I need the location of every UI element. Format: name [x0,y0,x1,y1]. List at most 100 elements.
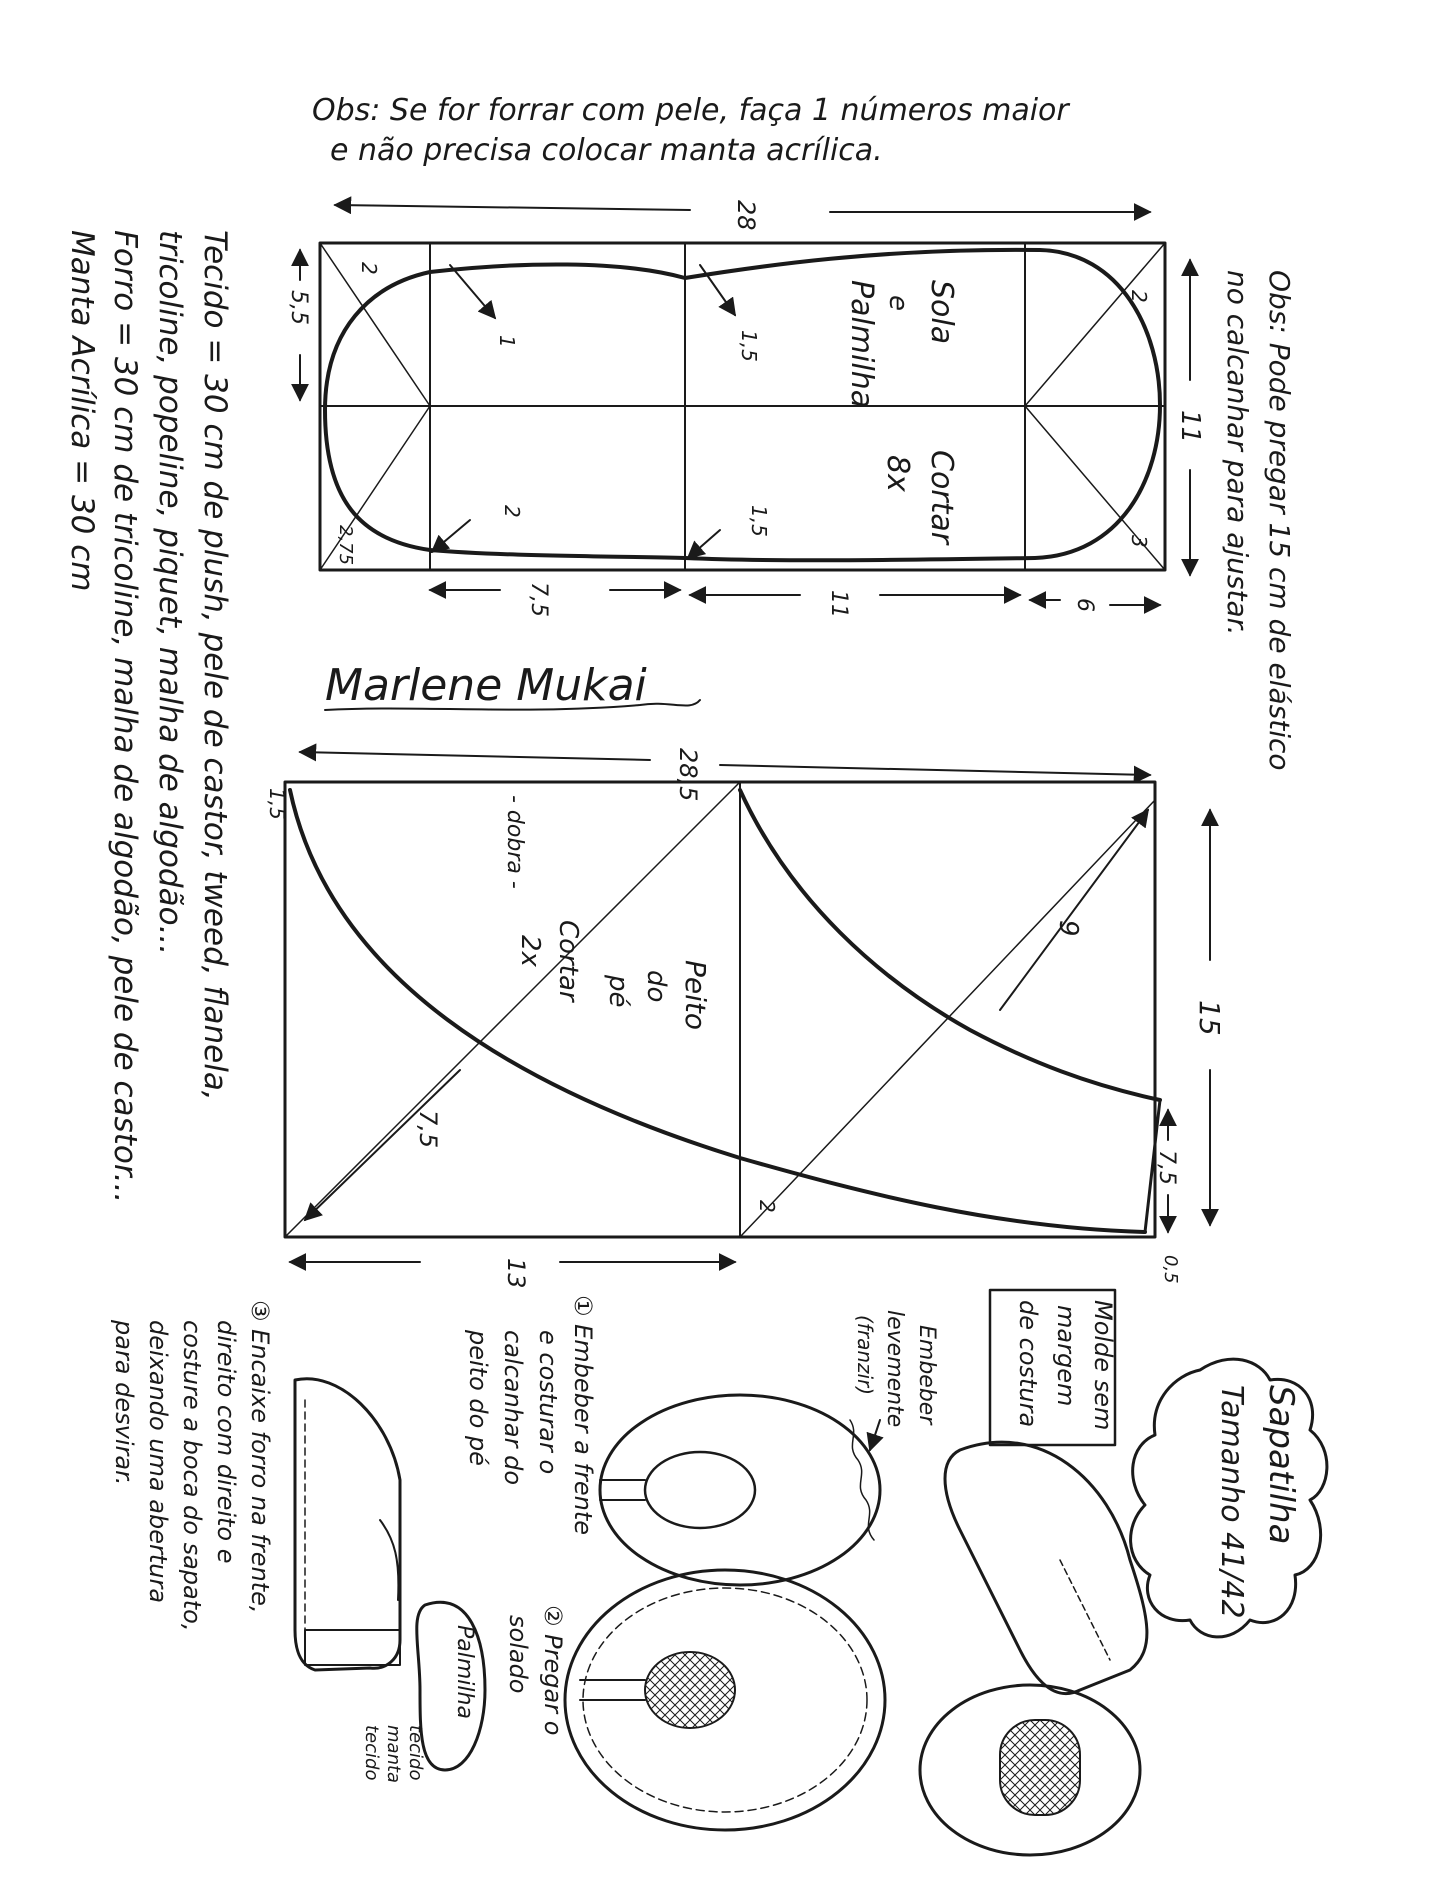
insole-sketch: Palmilha [415,1600,487,1772]
step2-line1: ② Pregar o [539,1605,567,1735]
sole-length-arrow-left [333,196,691,215]
shoe-sketch-top [918,1683,1142,1857]
sole-outline [323,247,1162,563]
insole-outline [415,1600,487,1772]
vamp-label-2: do [641,970,671,1002]
sole-diagonal [1024,242,1166,407]
sole-corner-3: 3 [1127,535,1151,548]
sole-seg-3: 6 [1072,598,1097,612]
insole-layers: tecido manta tecido [361,1725,426,1783]
step3-fold [379,1519,400,1601]
materials-line1: Tecido = 30 cm de plush, pele de castor,… [197,230,233,1101]
vamp-total-length: 28,5 [674,748,702,801]
vamp-diag-75: 7,5 [414,1110,442,1148]
vamp-diagonal [284,781,741,1238]
sole-seg-2: 11 [826,590,851,618]
note-line1: Molde sem [1089,1300,1117,1430]
shoe-side-outline [943,1440,1149,1696]
note-box [988,1288,1117,1447]
sole-arrow [430,519,471,554]
embeber-line2: levemente [882,1310,907,1427]
step2-line2: solado [504,1615,532,1693]
step1-opening [643,1450,757,1530]
signature-flourish [324,699,701,711]
vamp-diag-9-arrow [999,808,1150,1011]
vamp-curve-lower [288,788,1147,1234]
shoe-sketch-side [943,1440,1149,1696]
embeber-line1: Embeber [914,1325,939,1426]
signature: Marlene Mukai [324,660,701,711]
step1-line2: e costurar o [534,1330,562,1474]
vamp-label-1: Peito [679,960,712,1030]
sole-label-2: e [883,295,913,311]
step3-line1: ③ Encaixe forro na frente, [246,1300,274,1614]
vamp-left-top: 1,5 [265,788,289,820]
vamp-diag-9: 9 [1053,920,1083,937]
sole-cut-2: 8x [880,455,915,492]
sole-pattern: 2 2 3 2,75 1 1,5 2 1,5 Sola e Palmilha C… [286,196,1205,618]
vamp-height: 15 [1193,1000,1226,1036]
step1-line1: ① Embeber a frente [569,1295,597,1535]
sole-corner-2-left: 2 [357,262,381,275]
sole-arrow [686,529,721,560]
materials-line3: Forro = 30 cm de tricoline, malha de alg… [107,230,143,1203]
step3-line2: direito com direito e [212,1320,240,1564]
signature-text: Marlene Mukai [325,660,648,711]
title-cloud-outline [1129,1357,1329,1639]
sole-total-length: 28 [732,200,760,231]
sole-diagonal [319,242,431,407]
vamp-length-arrow-left [298,743,651,762]
sole-arrow [699,264,737,317]
shoe-top-insole [999,1719,1081,1816]
sole-diagonal [1024,405,1166,571]
sole-label-1: Sola [924,280,959,344]
sole-width: 11 [1175,410,1205,443]
note-line2: margem [1052,1305,1080,1406]
heel-width: 5,5 [286,290,311,325]
note-line3: de costura [1014,1300,1042,1427]
step3-line4: deixando uma abertura [144,1320,172,1603]
sole-label-3: Palmilha [844,280,879,408]
title-cloud: Sapatilha Tamanho 41/42 [1129,1357,1329,1639]
step2-shoe-outline [563,1568,887,1832]
step3-shoe-outline [293,1377,402,1672]
vamp-cut-2: 2x [515,935,545,968]
step3-text: ③ Encaixe forro na frente, direito com d… [110,1300,274,1631]
obs-right-line1: Obs: Pode pregar 15 cm de elástico [1263,270,1296,771]
sole-point-1: 1 [495,335,519,348]
title-line1: Sapatilha [1261,1385,1301,1544]
vamp-fold: - dobra - [502,795,527,889]
step2-stitch [582,1587,868,1813]
vamp-small-2: 2 [755,1200,779,1213]
shoe-top-outline [918,1683,1142,1857]
materials-line2: tricoline, popeline, piquet, malha de al… [152,230,188,955]
materials-list: Tecido = 30 cm de plush, pele de castor,… [64,230,233,1203]
step3-illustration [293,1377,402,1672]
step3-line3: costure a boca do sapato, [178,1320,206,1631]
sole-diagonal [319,405,431,571]
sole-corner-2-right: 2 [1127,290,1151,303]
vamp-curve-upper [738,788,1162,1102]
obs-top-line1: Obs: Se for forrar com pele, faça 1 núme… [312,93,1070,128]
shoe-side-stitch [1059,1559,1111,1661]
vamp-bottom: 13 [502,1258,530,1289]
vamp-length-arrow-right [719,764,1152,784]
sole-point-15-top: 1,5 [737,330,761,362]
vamp-bounding-rect [283,780,1157,1239]
step1-shoe-outline [598,1393,882,1587]
vamp-diag-75-arrow [303,1069,461,1222]
step2-text: ② Pregar o solado [504,1605,567,1735]
sole-seg-1: 7,5 [526,582,551,617]
title-line2: Tamanho 41/42 [1214,1385,1249,1619]
step1-line3: calcanhar do [499,1330,527,1485]
sole-cut-1: Cortar [924,450,959,546]
step2-illustration [563,1568,887,1832]
obs-right-line2: no calcanhar para ajustar. [1221,270,1254,635]
sole-point-15-bottom: 1,5 [747,505,771,537]
embeber-arrow [866,1419,884,1452]
layer-3: tecido [361,1725,382,1780]
step1-gathering [849,1419,875,1541]
vamp-label-3: pé [603,974,633,1008]
embeber-line3: (franzir) [853,1315,877,1395]
